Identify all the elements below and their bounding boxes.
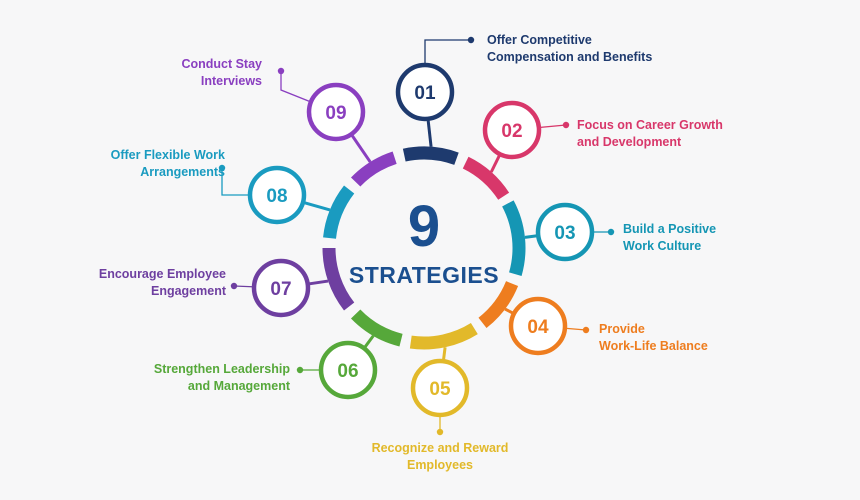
node-circle-03: [535, 202, 595, 262]
node-number-05: 05: [429, 379, 451, 400]
center-number: 9: [408, 194, 440, 259]
stem-05: [441, 347, 447, 362]
node-number-07: 07: [270, 279, 291, 300]
strategy-label-line: Employees: [406, 458, 473, 472]
node-circle-06: [318, 340, 378, 400]
node-number-03: 03: [554, 223, 575, 244]
stem-01: [426, 118, 433, 147]
node-circle-04: [508, 296, 568, 356]
leader-dot-06: [296, 366, 304, 374]
leader-dot-07: [230, 282, 238, 290]
stem-06: [362, 335, 375, 350]
strategy-label-02: Focus on Career Growth and Development: [577, 117, 723, 151]
strategy-label-line: Strengthen Leadership: [153, 362, 290, 376]
ring-segment-09: [350, 151, 397, 187]
node-number-02: 02: [501, 121, 522, 142]
strategy-label-line: Offer Competitive: [487, 33, 592, 47]
node-number-09: 09: [325, 103, 346, 124]
node-number-04: 04: [527, 317, 549, 338]
strategy-label-line: Work-Life Balance: [599, 339, 708, 353]
strategy-label-line: Focus on Career Growth: [577, 118, 723, 132]
ring-segment-06: [350, 309, 403, 347]
strategy-label-line: and Management: [187, 379, 290, 393]
ring-segment-02: [462, 156, 510, 200]
node-circle-02: [482, 100, 542, 160]
ring-segments: [322, 146, 526, 350]
node-number-01: 01: [414, 83, 436, 104]
ring-segment-03: [502, 200, 526, 276]
strategy-label-line: Offer Flexible Work: [110, 148, 225, 162]
leader-dot-01: [467, 36, 475, 44]
ring-segment-05: [409, 322, 478, 350]
node-circle-07: [251, 258, 311, 318]
center-title: STRATEGIES: [349, 262, 499, 288]
stem-02: [489, 153, 502, 173]
stem-09: [350, 133, 372, 163]
strategy-label-line: Provide: [599, 322, 645, 336]
ring-segment-04: [478, 280, 519, 328]
strategy-label-line: Interviews: [200, 74, 262, 88]
number-nodes: 01 02 03 04 05 06 07 08 09: [247, 62, 595, 418]
leader-dot-09: [277, 67, 285, 75]
node-circle-01: [395, 62, 455, 122]
strategy-label-line: Build a Positive: [623, 222, 717, 236]
strategy-label-line: and Development: [577, 135, 682, 149]
strategy-label-line: Encourage Employee: [98, 267, 226, 281]
leader-dot-08: [218, 164, 226, 172]
strategy-label-line: Conduct Stay: [181, 57, 262, 71]
strategy-label-line: Arrangements: [140, 165, 225, 179]
ring-segment-07: [322, 247, 355, 311]
ring-segment-08: [323, 185, 355, 239]
strategy-label-line: Engagement: [150, 284, 226, 298]
strategy-label-line: Compensation and Benefits: [487, 50, 653, 64]
strategy-label-line: Recognize and Reward: [371, 441, 509, 455]
node-number-06: 06: [337, 361, 358, 382]
node-number-08: 08: [266, 186, 287, 207]
node-circle-09: [306, 82, 366, 142]
leader-dot-03: [607, 228, 615, 236]
ring-segment-01: [402, 146, 459, 165]
leader-dot-02: [562, 121, 570, 129]
node-circle-05: [410, 358, 470, 418]
strategy-label-line: Work Culture: [623, 239, 702, 253]
strategy-label-06: Strengthen Leadership and Management: [154, 361, 290, 395]
stem-07: [307, 279, 329, 286]
node-circle-08: [247, 165, 307, 225]
leader-dot-05: [436, 428, 444, 436]
stem-08: [302, 200, 331, 212]
leader-dot-04: [582, 326, 590, 334]
